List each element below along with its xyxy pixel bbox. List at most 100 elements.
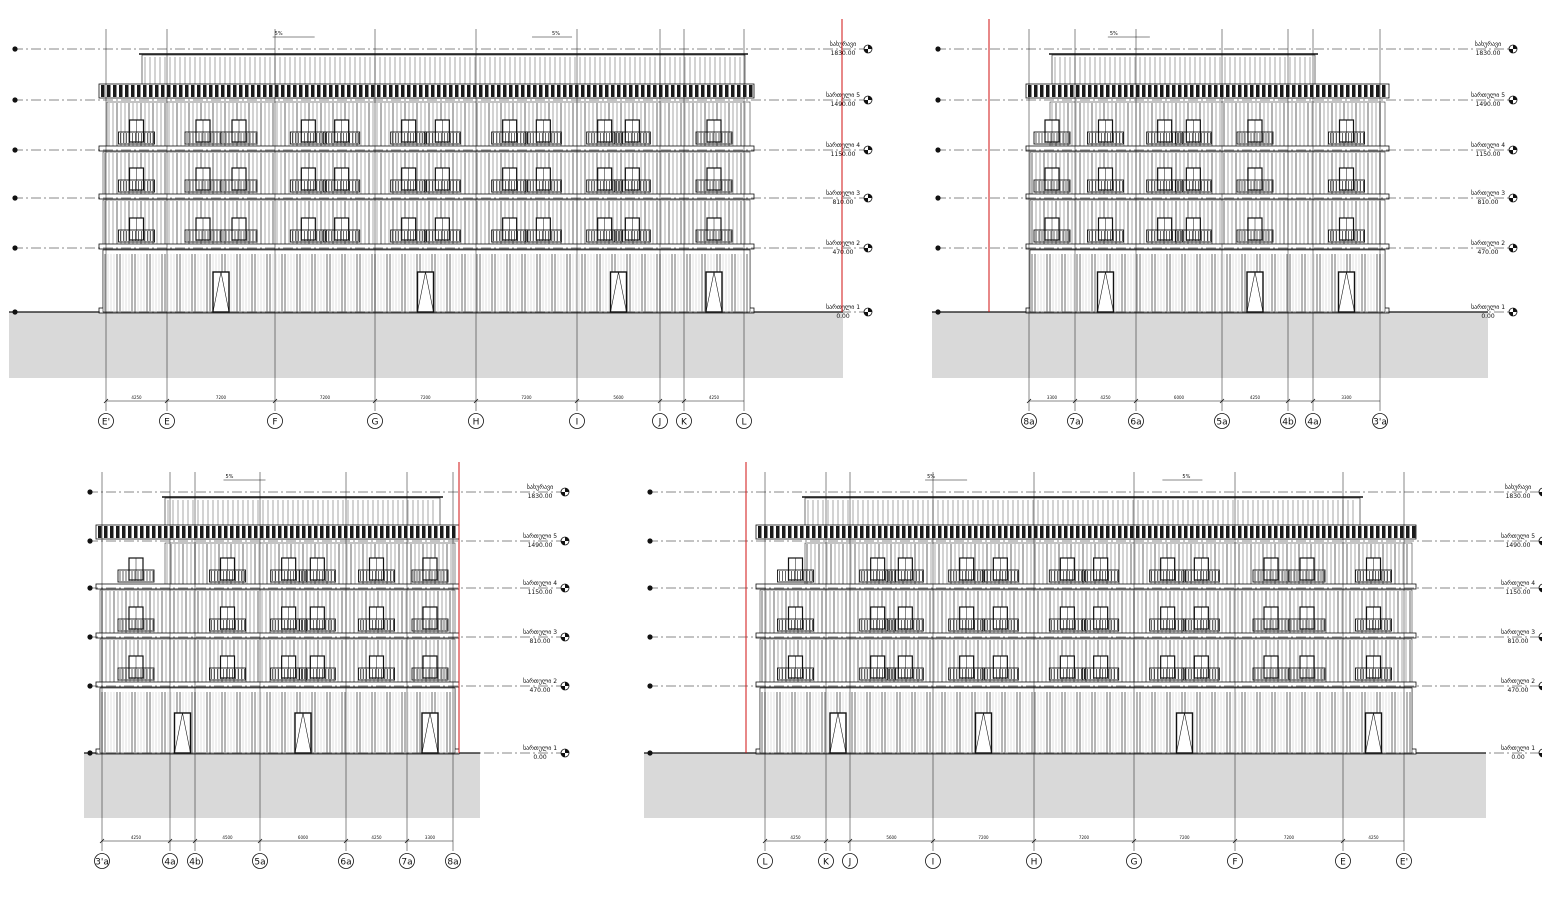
balcony-rail <box>117 569 155 583</box>
balcony-rail <box>270 667 308 681</box>
railing-post <box>908 526 912 538</box>
window <box>535 217 551 241</box>
door-frame <box>173 712 192 754</box>
railing-post <box>170 526 174 538</box>
railing-post <box>1040 526 1044 538</box>
balcony-rail <box>298 667 336 681</box>
railing-post <box>884 526 888 538</box>
railing-post <box>422 526 426 538</box>
balcony-rail <box>423 229 461 243</box>
axis-label: 8a <box>447 858 458 868</box>
level-dot-left <box>935 245 941 251</box>
level-dot-left <box>935 97 941 103</box>
railing-post <box>1142 85 1146 97</box>
balcony <box>1236 229 1274 243</box>
balcony <box>1048 569 1086 583</box>
railing-post <box>122 526 126 538</box>
balcony-rail <box>1328 179 1365 193</box>
level-elevation: 0.00 <box>533 754 547 761</box>
railing-post <box>1172 526 1176 538</box>
window <box>1093 606 1109 630</box>
balcony <box>524 131 562 145</box>
axis-label: 4a <box>1307 418 1318 428</box>
balcony-rail <box>1328 131 1365 145</box>
railing-post <box>1190 85 1194 97</box>
railing-post <box>725 85 729 97</box>
door-swing <box>705 271 723 313</box>
railing-post <box>1220 526 1224 538</box>
window <box>706 119 722 143</box>
axis-label: 7a <box>401 858 412 868</box>
window <box>434 167 450 191</box>
railing-post <box>1064 526 1068 538</box>
axis-label: 3'a <box>1373 418 1387 428</box>
window <box>597 217 613 241</box>
railing-post <box>98 526 102 538</box>
railing-post <box>1262 85 1266 97</box>
window <box>1157 217 1173 241</box>
railing-post <box>212 526 216 538</box>
balcony <box>358 569 395 583</box>
railing-post <box>695 85 699 97</box>
window <box>195 119 211 143</box>
window <box>1338 217 1355 241</box>
balcony-rail <box>209 667 246 681</box>
railing-post <box>416 526 420 538</box>
railing-post <box>539 85 543 97</box>
railing-post <box>434 526 438 538</box>
balcony <box>1355 569 1392 583</box>
balcony <box>524 229 562 243</box>
axis-bubble <box>367 413 383 429</box>
railing-post <box>320 526 324 538</box>
dimension-tick <box>1310 398 1316 404</box>
railing-post <box>1292 526 1296 538</box>
dimension-text: 4500 <box>222 835 233 840</box>
balcony <box>209 667 246 681</box>
railing-post <box>605 85 609 97</box>
railing-post <box>1334 526 1338 538</box>
railing-post <box>1286 526 1290 538</box>
railing-post <box>1412 526 1416 538</box>
balcony-rail <box>1146 179 1184 193</box>
railing-post <box>410 526 414 538</box>
balcony-rail <box>1048 569 1086 583</box>
railing-post <box>1046 85 1050 97</box>
railing-post <box>1388 526 1392 538</box>
railing-post <box>1202 85 1206 97</box>
balcony-rail <box>777 569 814 583</box>
window <box>1160 557 1176 581</box>
railing-post <box>1310 526 1314 538</box>
railing-post <box>1244 85 1248 97</box>
railing-post <box>503 85 507 97</box>
balcony <box>1236 179 1274 193</box>
railing-post <box>1130 85 1134 97</box>
level-symbol-fill <box>864 194 872 202</box>
window <box>1157 167 1173 191</box>
railing-post <box>1148 526 1152 538</box>
window <box>1338 167 1355 191</box>
level-elevation: 1150.00 <box>1476 151 1501 158</box>
railing-post <box>1322 526 1326 538</box>
balcony <box>981 569 1019 583</box>
roof-slope: 5% <box>1107 31 1150 38</box>
railing-post <box>167 85 171 97</box>
balcony-rail <box>423 179 461 193</box>
dimension-tick <box>1285 398 1291 404</box>
railing-post <box>509 85 513 97</box>
balcony <box>118 229 155 243</box>
door-swing <box>294 712 312 754</box>
roof-slope: 5% <box>223 474 266 481</box>
dimension-tick <box>343 838 349 844</box>
railing-post <box>113 85 117 97</box>
railing-post <box>1208 85 1212 97</box>
railing-post <box>1322 85 1326 97</box>
level-elevation: 1490.00 <box>528 542 553 549</box>
balcony-rail <box>1033 131 1071 145</box>
window <box>992 557 1008 581</box>
railing-post <box>665 85 669 97</box>
railing-post <box>287 85 291 97</box>
railing-post <box>389 85 393 97</box>
level-name: სართული 4 <box>523 580 557 587</box>
